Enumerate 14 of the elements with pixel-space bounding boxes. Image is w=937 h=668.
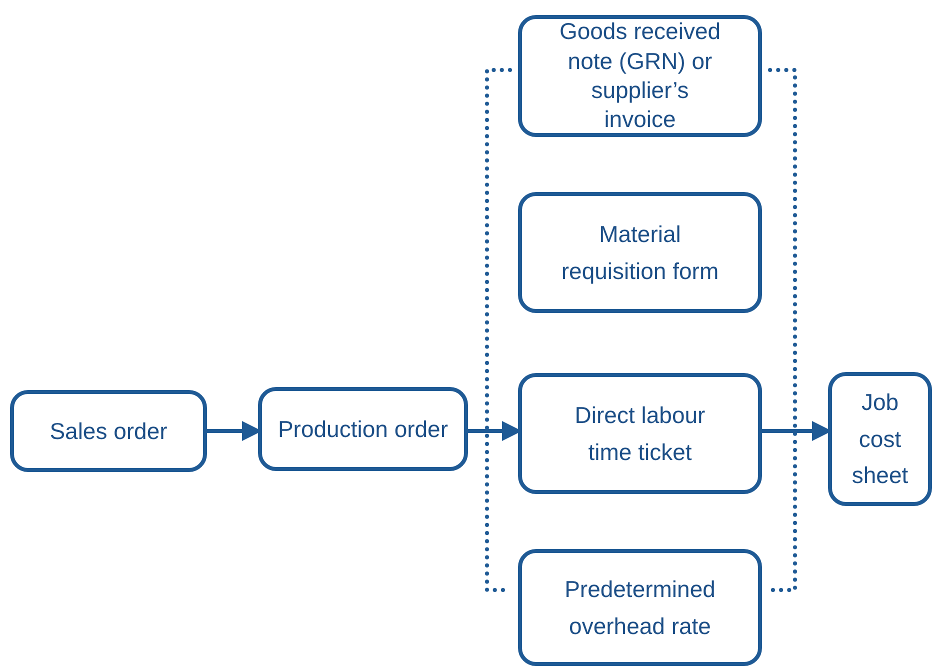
box-label: Goods received note (GRN) or supplier’s invoice	[558, 17, 722, 134]
box-label: Material requisition form	[560, 220, 720, 286]
box-label: Job cost sheet	[850, 388, 910, 490]
box-label: Predetermined overhead rate	[564, 574, 716, 640]
box-label: Production order	[278, 414, 448, 444]
process-box	[518, 15, 762, 137]
process-box	[10, 390, 207, 472]
process-box	[518, 549, 762, 666]
process-box	[518, 192, 762, 313]
process-box	[258, 387, 468, 471]
box-label: Sales order	[50, 416, 168, 446]
box-label: Direct labour time ticket	[574, 400, 706, 466]
process-box	[828, 372, 932, 506]
process-box	[518, 373, 762, 494]
